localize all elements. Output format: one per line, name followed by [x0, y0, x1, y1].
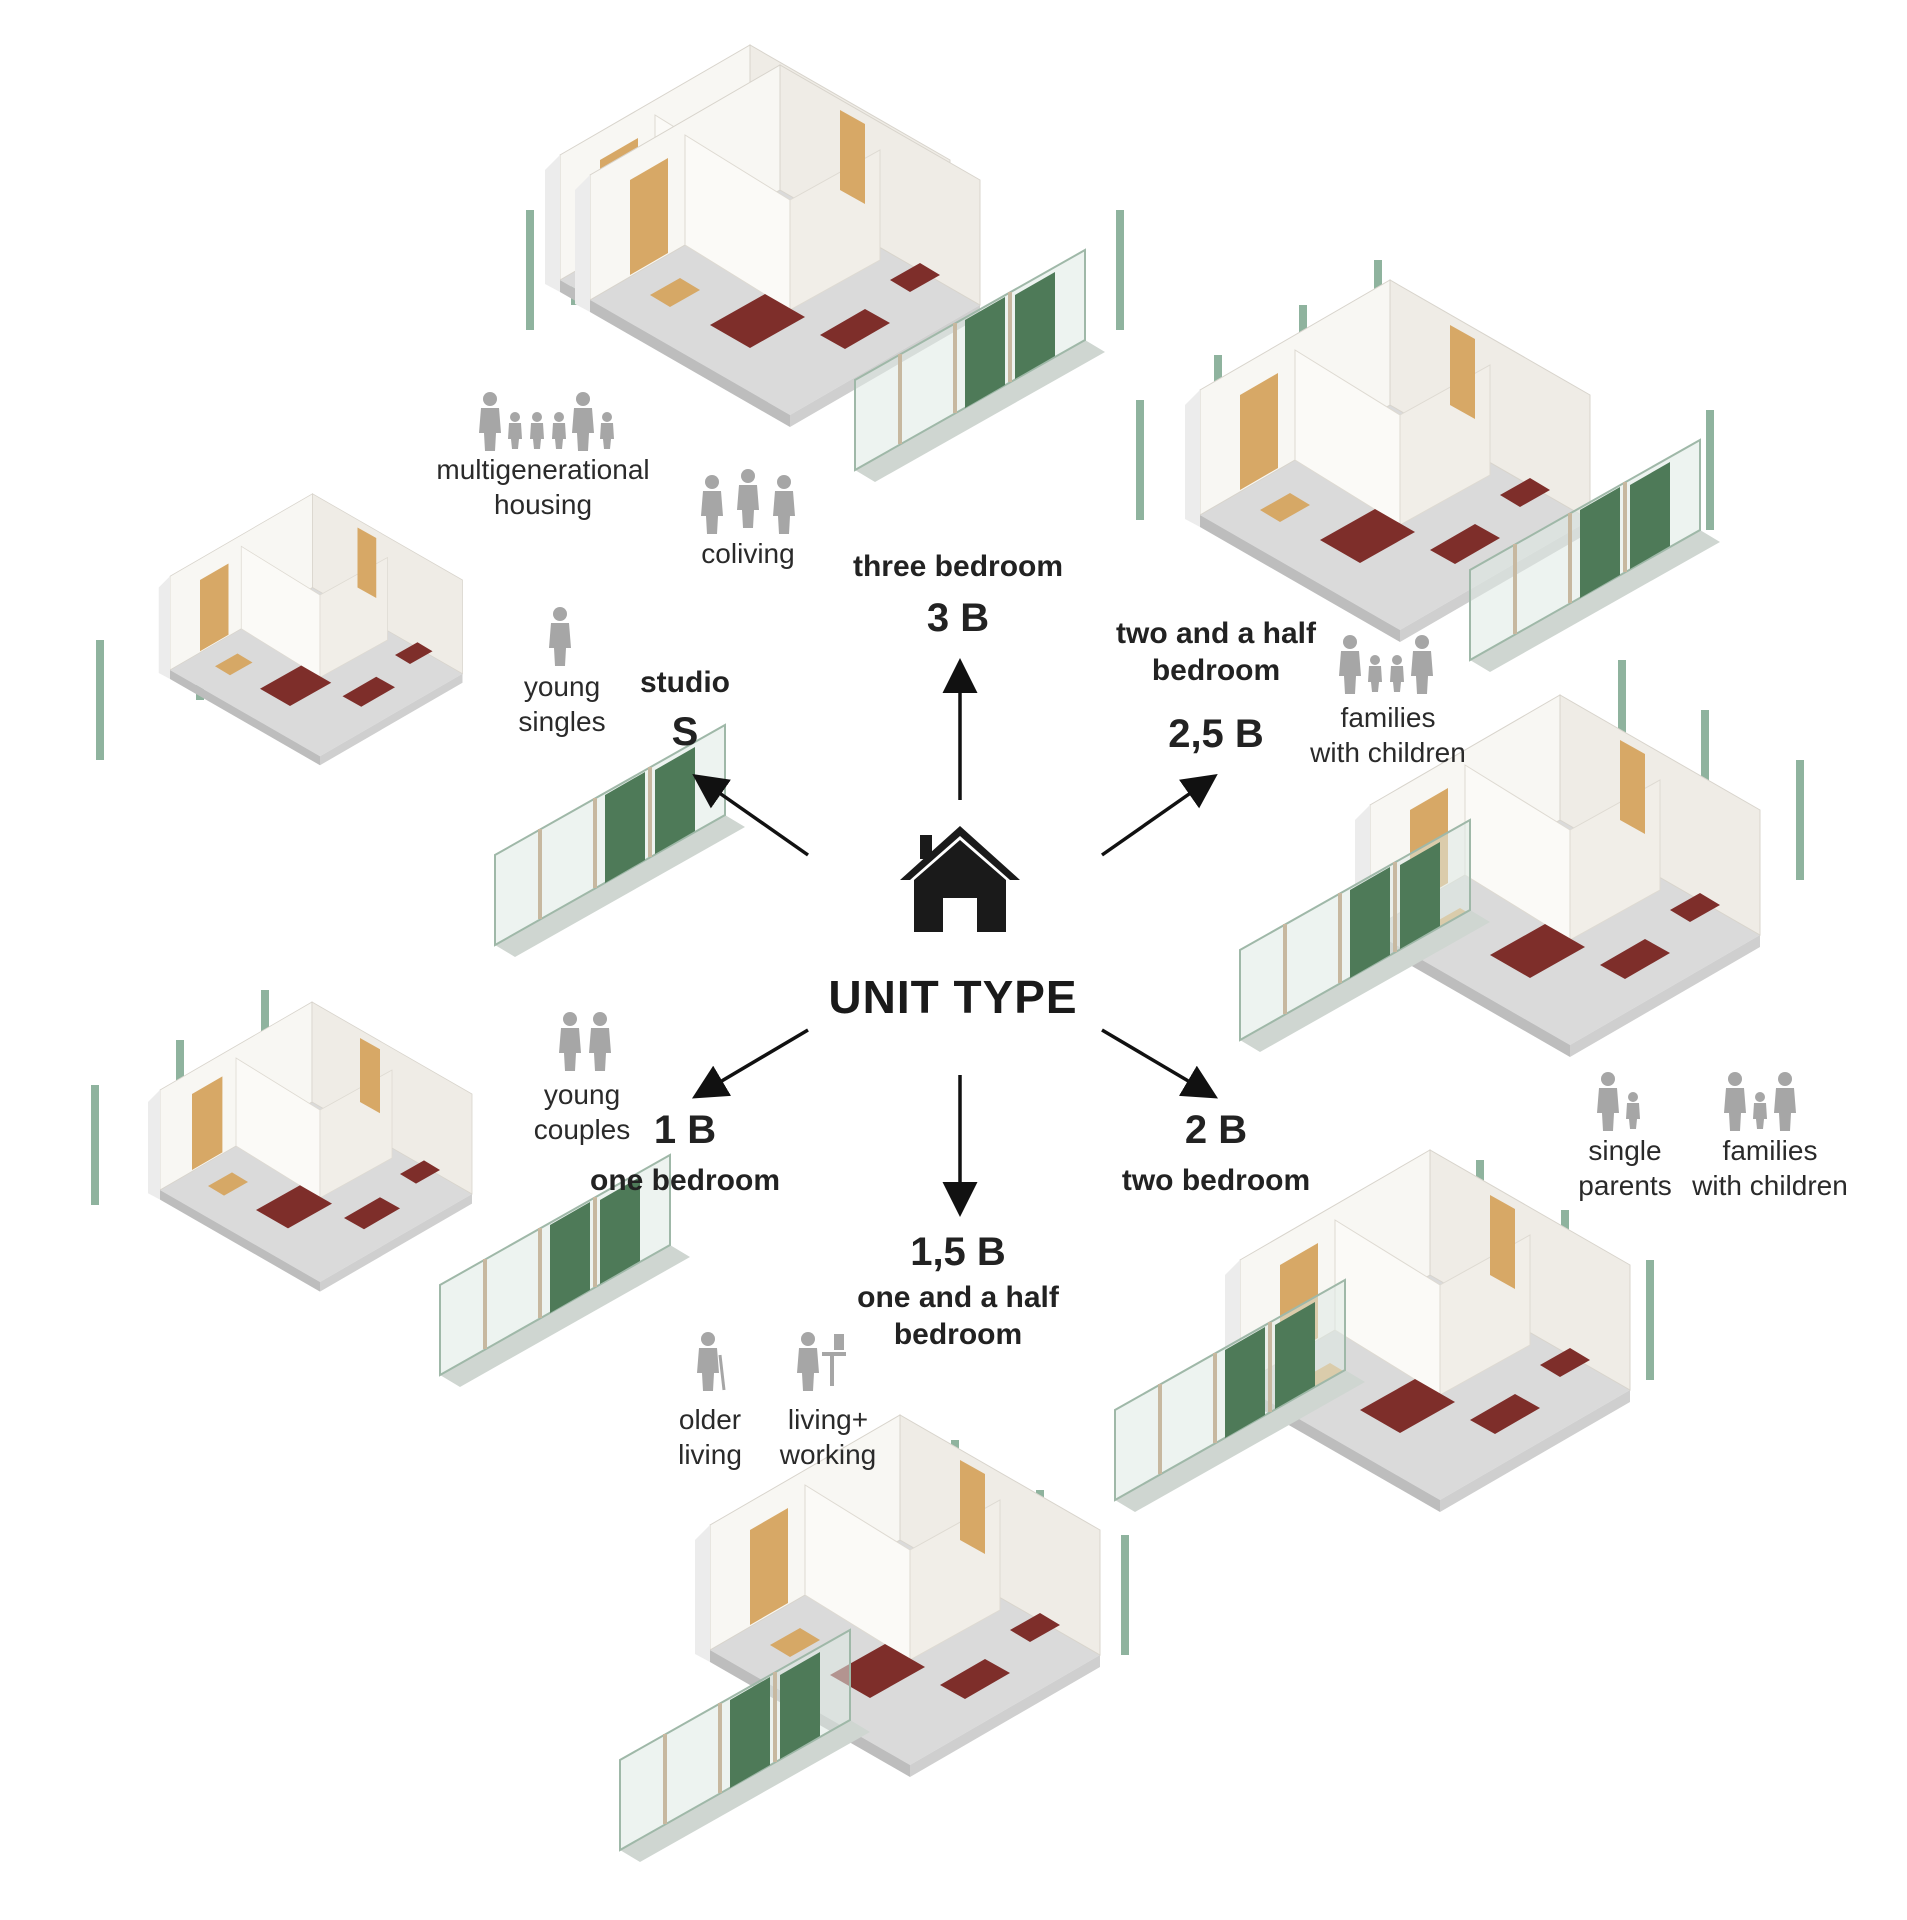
three-bedroom-illustration [526, 44, 1124, 484]
three-bedroom-code: 3 B [926, 596, 990, 640]
multigenerational-people-icon [479, 392, 614, 451]
one-half-bedroom-name-line1: one and a half [857, 1281, 1059, 1314]
arrow-to-studio [692, 773, 810, 857]
young-couples-label-line2: couples [533, 1114, 631, 1145]
young-singles-label-line2: singles [518, 706, 606, 737]
living-working-icon [797, 1332, 846, 1391]
house-icon [900, 826, 1020, 932]
one-half-bedroom-code: 1,5 B [910, 1230, 1006, 1274]
two-half-bedroom-name-line1: two and a half [1115, 617, 1317, 650]
older-living-label-line2: living [678, 1439, 742, 1470]
older-living-icon [697, 1332, 726, 1391]
studio-illustration [96, 493, 747, 959]
young-singles-person-icon [549, 607, 571, 666]
young-couples-icon [559, 1012, 611, 1071]
single-parents-label-line2: parents [1578, 1170, 1672, 1201]
arrow-to-2-5b [1100, 773, 1218, 857]
single-parents-label-line1: single [1588, 1135, 1662, 1166]
three-bedroom-name: three bedroom [852, 550, 1064, 583]
one-and-half-bedroom-illustration [618, 1414, 1129, 1864]
two-and-half-bedroom-illustration [1136, 260, 1722, 674]
living-working-label-line2: working [779, 1439, 877, 1470]
studio-code: S [671, 710, 699, 754]
older-living-label-line1: older [678, 1404, 742, 1435]
coliving-label: coliving [701, 538, 795, 569]
one-bedroom-code: 1 B [653, 1108, 717, 1152]
one-bedroom-name: one bedroom [589, 1164, 781, 1197]
arrow-to-1b [691, 1028, 809, 1099]
young-singles-label-line1: young [523, 671, 601, 702]
families-top-label-line1: families [1340, 702, 1436, 733]
young-couples-label-line1: young [543, 1079, 621, 1110]
families-right-label-line2: with children [1692, 1170, 1848, 1201]
families-children-icon-right [1724, 1072, 1796, 1131]
families-top-label-line2: with children [1310, 737, 1466, 768]
center-title: UNIT TYPE [828, 971, 1078, 1023]
two-half-bedroom-name-line2: bedroom [1151, 654, 1281, 687]
multigenerational-label-line2: housing [493, 489, 593, 520]
coliving-people-icon [701, 469, 795, 534]
arrow-to-2b [1101, 1028, 1219, 1099]
studio-name: studio [640, 666, 730, 699]
two-bedroom-illustration [1238, 660, 1804, 1058]
living-working-label-line1: living+ [787, 1404, 869, 1435]
families-children-icon-top [1339, 635, 1433, 694]
two-bedroom-name: two bedroom [1121, 1164, 1311, 1197]
two-bedroom-code: 2 B [1184, 1108, 1248, 1152]
multigenerational-label-line1: multigenerational [436, 454, 650, 485]
single-parents-icon [1597, 1072, 1640, 1131]
families-right-label-line1: families [1722, 1135, 1818, 1166]
two-half-bedroom-code: 2,5 B [1168, 712, 1264, 756]
arrows [691, 658, 1219, 1217]
one-half-bedroom-name-line2: bedroom [893, 1318, 1023, 1351]
two-bedroom-large-illustration [1113, 1149, 1654, 1514]
